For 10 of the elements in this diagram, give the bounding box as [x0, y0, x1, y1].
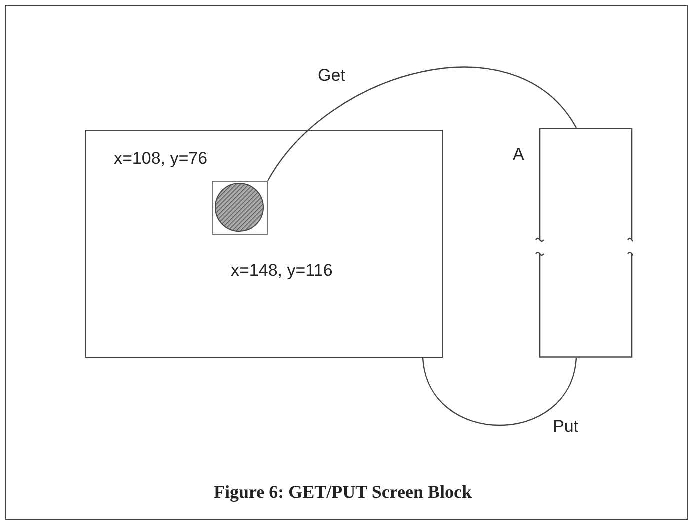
edge-label: Put [553, 417, 579, 437]
screen-block [212, 181, 268, 235]
coordinate-label: x=108, y=76 [114, 149, 208, 169]
screen-box [85, 130, 443, 358]
coordinate-label: x=148, y=116 [231, 261, 333, 281]
edge-label: Get [318, 66, 346, 86]
array-label: A [513, 145, 524, 165]
figure-caption: Figure 6: GET/PUT Screen Block [214, 482, 472, 503]
curved-connector [422, 358, 578, 426]
curved-connector [268, 67, 577, 182]
